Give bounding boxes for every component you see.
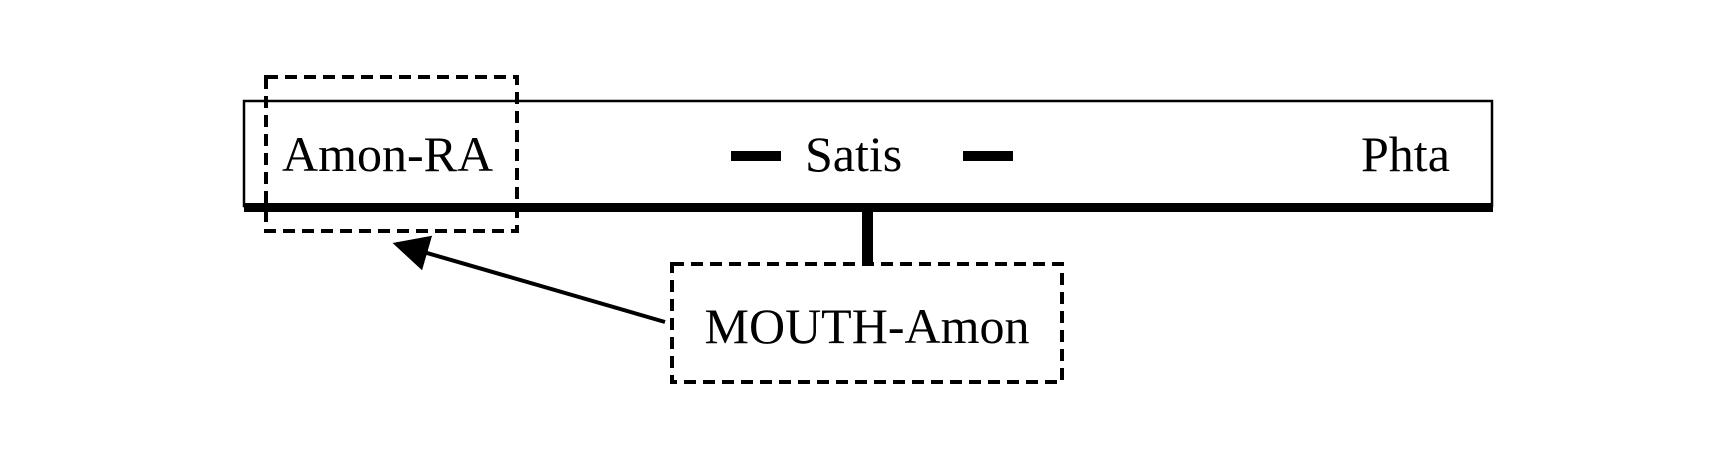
mouth-amon-box <box>670 262 1064 384</box>
bar-label-right: Phta <box>1361 126 1450 182</box>
vertical-connector <box>862 212 873 265</box>
bar-label-center: Satis <box>805 126 902 182</box>
main-bar <box>242 99 1494 208</box>
bar-label-left: Amon-RA <box>282 126 493 182</box>
highlight-box-left <box>264 75 519 233</box>
mouth-amon-label: MOUTH-Amon <box>705 298 1030 354</box>
left-dash <box>731 151 781 161</box>
main-bar-baseline <box>244 203 1493 212</box>
right-dash <box>963 151 1013 161</box>
arrow-to-amon-ra <box>392 235 666 324</box>
